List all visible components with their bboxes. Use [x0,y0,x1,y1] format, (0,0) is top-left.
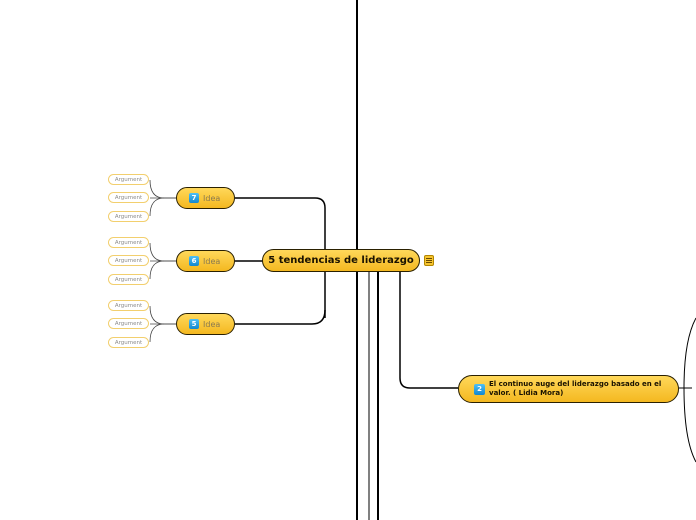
number-badge-icon: 7 [189,193,199,203]
notes-icon[interactable] [424,255,434,266]
idea-label: Idea [203,319,221,329]
number-badge-icon: 2 [474,383,485,395]
argument-node[interactable]: Argument [108,211,149,222]
argument-node[interactable]: Argument [108,174,149,185]
number-badge-icon: 6 [189,256,199,266]
main-topic-2[interactable]: 2 El continuo auge del liderazgo basado … [458,375,679,403]
argument-node[interactable]: Argument [108,318,149,329]
idea-label: Idea [203,256,221,266]
idea-label: Idea [203,193,221,203]
main-topic-2-text: El continuo auge del liderazgo basado en… [489,380,662,397]
central-topic[interactable]: 5 tendencias de liderazgo [262,249,420,272]
number-badge-icon: 5 [189,319,199,329]
argument-node[interactable]: Argument [108,337,149,348]
idea-node-6[interactable]: 6 Idea [176,250,235,272]
argument-node[interactable]: Argument [108,300,149,311]
idea-node-7[interactable]: 7 Idea [176,187,235,209]
idea-node-5[interactable]: 5 Idea [176,313,235,335]
argument-node[interactable]: Argument [108,192,149,203]
argument-node[interactable]: Argument [108,255,149,266]
argument-node[interactable]: Argument [108,274,149,285]
central-topic-label: 5 tendencias de liderazgo [268,255,414,266]
argument-node[interactable]: Argument [108,237,149,248]
